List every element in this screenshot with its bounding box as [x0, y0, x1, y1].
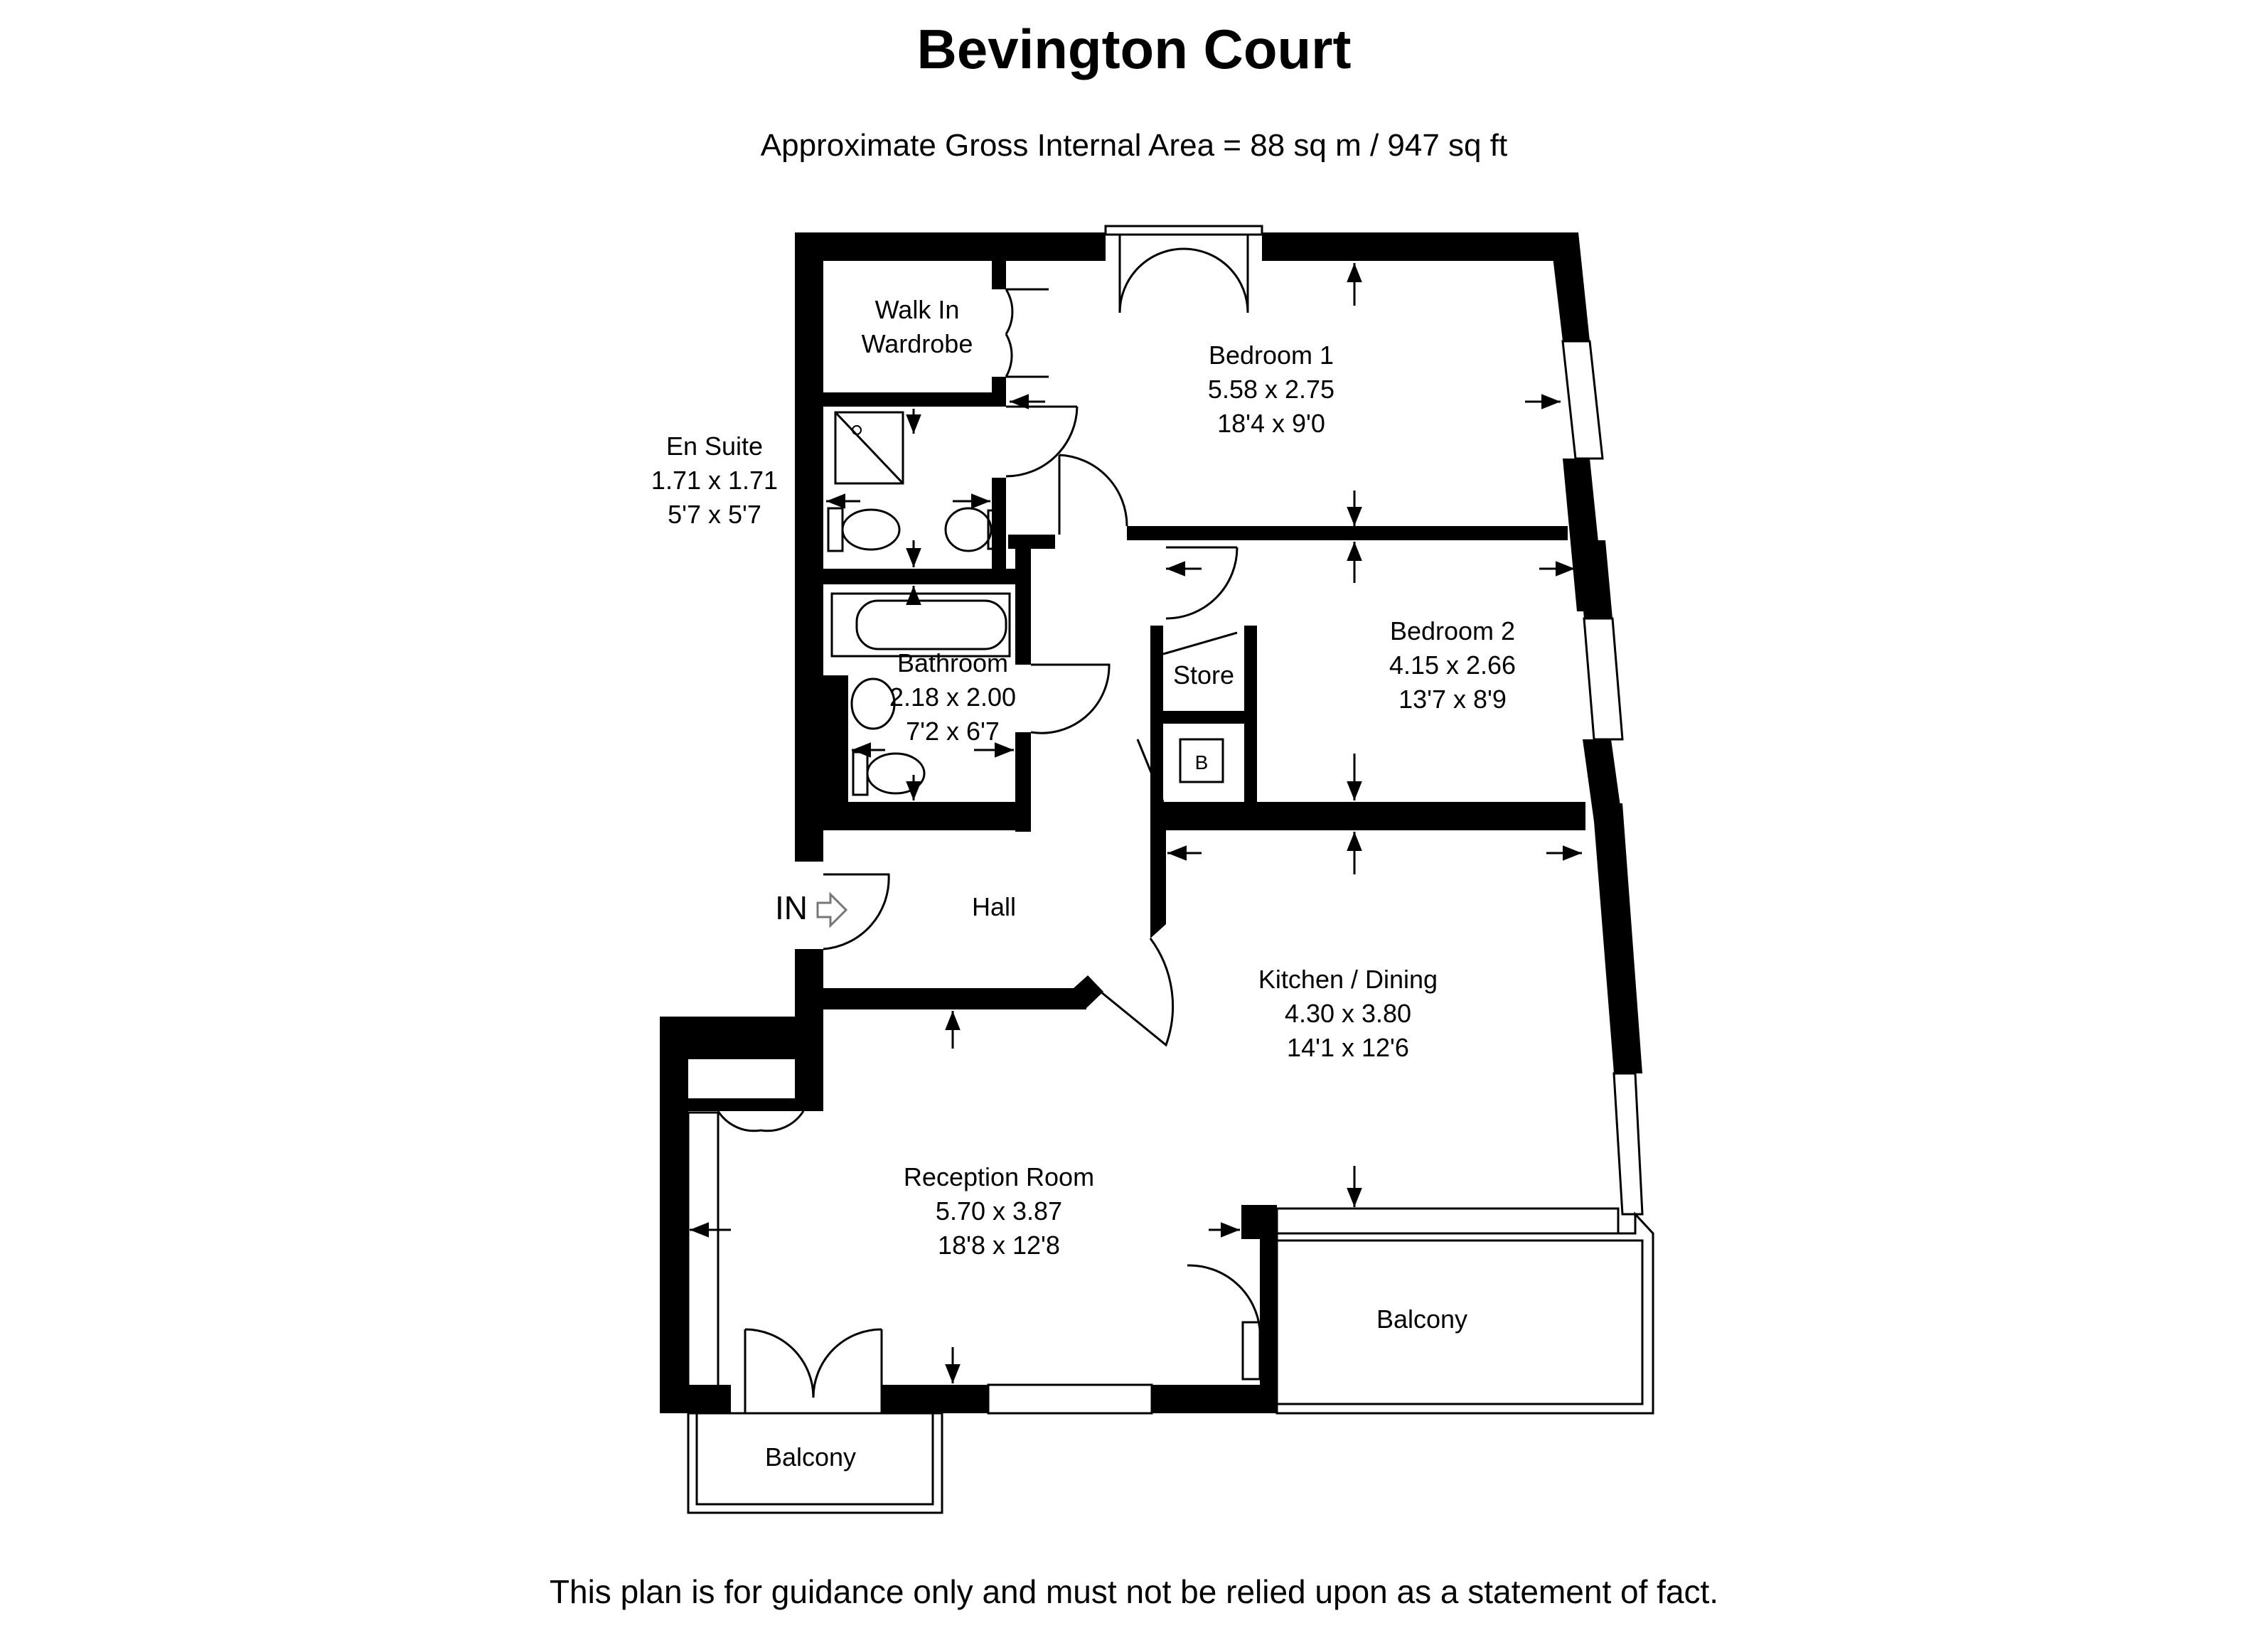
ensuite-metric: 1.71 x 1.71 — [651, 466, 778, 495]
entrance-arrow-icon — [816, 891, 848, 928]
gross-area-caption: Approximate Gross Internal Area = 88 sq … — [760, 128, 1508, 163]
reception-imperial: 18'8 x 12'8 — [938, 1231, 1060, 1260]
balcony-right-label: Balcony — [1376, 1304, 1467, 1334]
ensuite-name: En Suite — [666, 432, 763, 461]
bedroom1-imperial: 18'4 x 9'0 — [1217, 409, 1325, 438]
kitchen-metric: 4.30 x 3.80 — [1285, 999, 1411, 1028]
bathroom-metric: 2.18 x 2.00 — [889, 682, 1016, 712]
bathroom-name: Bathroom — [897, 648, 1008, 677]
doors-and-windows — [687, 225, 1654, 1514]
ensuite-imperial: 5'7 x 5'7 — [668, 500, 761, 529]
exterior-walls — [660, 232, 1642, 1413]
bedroom1-metric: 5.58 x 2.75 — [1208, 375, 1334, 404]
reception-name: Reception Room — [904, 1162, 1094, 1191]
wardrobe-label-line1: Walk In — [875, 295, 960, 324]
sanitary-fixtures — [827, 411, 1011, 796]
entrance-label: IN — [775, 889, 808, 926]
bathroom-imperial: 7'2 x 6'7 — [906, 717, 1000, 746]
disclaimer: This plan is for guidance only and must … — [549, 1573, 1719, 1610]
bedroom2-name: Bedroom 2 — [1390, 616, 1515, 645]
hall-label: Hall — [972, 892, 1016, 921]
balcony-left-label: Balcony — [765, 1442, 856, 1472]
kitchen-imperial: 14'1 x 12'6 — [1287, 1033, 1409, 1062]
kitchen-name: Kitchen / Dining — [1258, 965, 1438, 994]
bedroom2-imperial: 13'7 x 8'9 — [1398, 685, 1507, 714]
plan-title: Bevington Court — [916, 18, 1352, 80]
interior-walls — [688, 261, 1585, 1111]
reception-metric: 5.70 x 3.87 — [936, 1196, 1062, 1226]
dimension-arrows — [690, 263, 1582, 1383]
bedroom1-name: Bedroom 1 — [1209, 341, 1334, 370]
wardrobe-label-line2: Wardrobe — [862, 329, 973, 358]
store-label: Store — [1173, 660, 1234, 690]
boiler-label: B — [1195, 751, 1209, 773]
bedroom2-metric: 4.15 x 2.66 — [1389, 650, 1516, 680]
